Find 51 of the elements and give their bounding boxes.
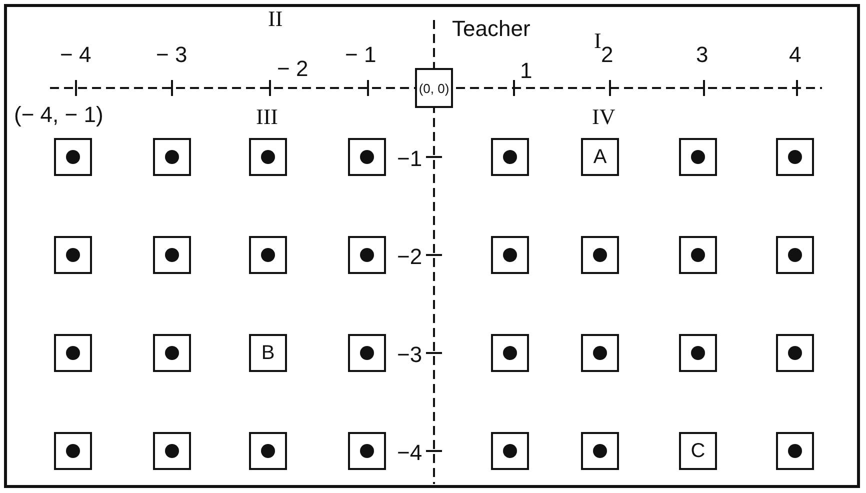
quadrant-label: III — [256, 106, 278, 128]
occupied-desk — [249, 432, 287, 470]
occupied-desk — [54, 236, 92, 274]
axis-number: −1 — [397, 148, 422, 170]
quadrant-label: I — [594, 30, 602, 52]
axis-number: − 1 — [345, 44, 376, 66]
occupied-desk — [491, 236, 529, 274]
teacher-label: Teacher — [452, 18, 530, 40]
axis-number: 1 — [520, 60, 532, 82]
occupied-desk — [153, 432, 191, 470]
occupied-desk — [153, 138, 191, 176]
occupied-desk — [776, 432, 814, 470]
occupied-desk — [776, 236, 814, 274]
occupied-desk — [348, 334, 386, 372]
coordinate-label: (− 4, − 1) — [14, 104, 104, 126]
axis-number: −2 — [397, 246, 422, 268]
quadrant-label: IV — [592, 106, 616, 128]
axis-number: −4 — [397, 442, 422, 464]
occupied-desk — [679, 236, 717, 274]
occupied-desk — [249, 138, 287, 176]
occupied-desk — [581, 334, 619, 372]
occupied-desk — [581, 432, 619, 470]
occupied-desk — [581, 236, 619, 274]
student-desk: A — [581, 138, 619, 176]
occupied-desk — [348, 432, 386, 470]
occupied-desk — [679, 334, 717, 372]
occupied-desk — [153, 334, 191, 372]
axis-number: − 2 — [277, 58, 308, 80]
occupied-desk — [348, 138, 386, 176]
occupied-desk — [153, 236, 191, 274]
occupied-desk — [54, 334, 92, 372]
student-desk: B — [249, 334, 287, 372]
occupied-desk — [348, 236, 386, 274]
axis-number: − 3 — [156, 44, 188, 66]
occupied-desk — [491, 138, 529, 176]
occupied-desk — [776, 138, 814, 176]
quadrant-label: II — [268, 8, 283, 30]
student-desk: C — [679, 432, 717, 470]
axis-number: − 4 — [60, 44, 92, 66]
axis-number: −3 — [397, 344, 422, 366]
occupied-desk — [679, 138, 717, 176]
occupied-desk — [491, 432, 529, 470]
occupied-desk — [491, 334, 529, 372]
axis-number: 4 — [789, 44, 802, 66]
occupied-desk — [776, 334, 814, 372]
occupied-desk — [249, 236, 287, 274]
axis-number: 3 — [696, 44, 708, 66]
occupied-desk — [54, 138, 92, 176]
teacher-desk: (0, 0) — [415, 68, 453, 108]
axis-number: 2 — [601, 44, 614, 66]
occupied-desk — [54, 432, 92, 470]
